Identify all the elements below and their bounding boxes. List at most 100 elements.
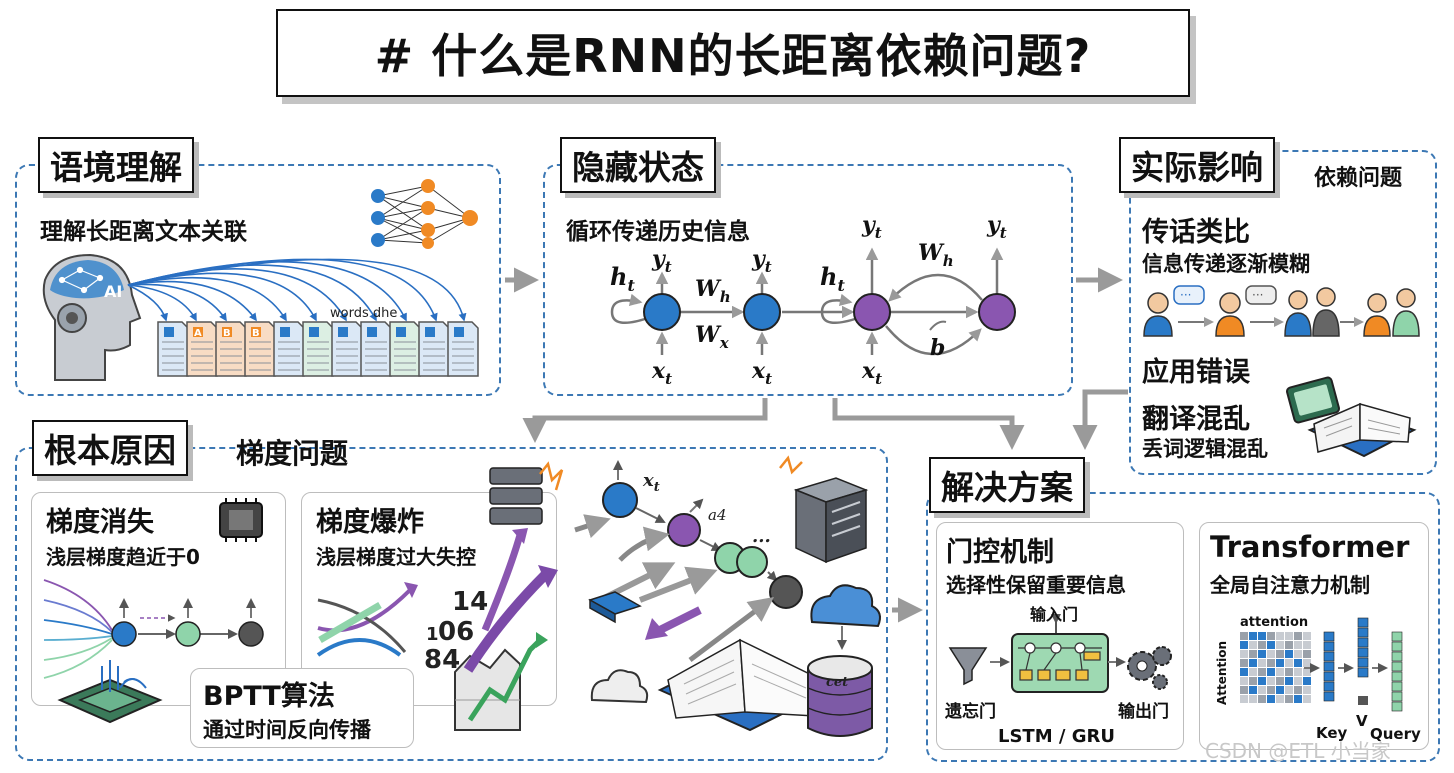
attention-cell — [1249, 632, 1257, 640]
explode-numbers: 14 1 06 84 — [424, 587, 488, 675]
speech-bubble-1 — [1173, 285, 1205, 305]
svg-text:yt: yt — [986, 212, 1007, 242]
lstm-cell — [1011, 633, 1109, 693]
document-letter: B — [252, 328, 260, 339]
attention-cell — [1294, 659, 1302, 667]
attention-cell — [1267, 686, 1275, 694]
circuit-chip-icon — [57, 660, 163, 724]
key-cell — [1323, 671, 1335, 682]
attention-cell — [1294, 695, 1302, 703]
title-banner: # 什么是RNN的长距离依赖问题? — [276, 9, 1190, 97]
solution-section — [926, 492, 1440, 762]
context-heading: 语境理解 — [38, 137, 194, 193]
page-title: # 什么是RNN的长距离依赖问题? — [374, 29, 1092, 83]
rnn-node-2 — [743, 293, 781, 331]
funnel-icon — [948, 647, 988, 686]
watermark: CSDN @ETL 小当家 — [1205, 739, 1391, 763]
document-icon — [389, 321, 421, 377]
attention-cell — [1258, 641, 1266, 649]
root-heading-text: 根本原因 — [44, 431, 176, 470]
svg-text:a4: a4 — [708, 506, 727, 524]
person-3 — [1284, 287, 1340, 337]
gate-sub: 选择性保留重要信息 — [946, 573, 1126, 597]
impact-heading-text: 实际影响 — [1131, 148, 1263, 187]
attention-cell — [1303, 650, 1311, 658]
attention-cell — [1267, 641, 1275, 649]
attention-cell — [1258, 668, 1266, 676]
person-2 — [1215, 292, 1245, 337]
svg-text:Attention: Attention — [1215, 641, 1229, 705]
document-icon — [273, 321, 305, 377]
attention-cell — [1303, 632, 1311, 640]
svg-text:attention: attention — [1240, 615, 1308, 630]
context-heading-text: 语境理解 — [50, 148, 182, 187]
document-icon — [157, 321, 189, 377]
attention-cell — [1303, 668, 1311, 676]
attention-cell — [1240, 686, 1248, 694]
svg-text:b: b — [930, 335, 945, 361]
explode-sub: 浅层梯度过大失控 — [316, 545, 476, 569]
server-tower-icon — [779, 455, 869, 564]
vanish-sub: 浅层梯度趋近于0 — [46, 545, 200, 569]
bptt-labels: xt a4 ... cet — [642, 470, 848, 690]
attention-cell — [1258, 659, 1266, 667]
key-cell — [1323, 651, 1335, 662]
query-cell — [1391, 641, 1403, 652]
value-cell — [1357, 667, 1369, 678]
document-icon — [418, 321, 450, 377]
svg-text:Key: Key — [1316, 724, 1348, 742]
attention-cell — [1249, 677, 1257, 685]
attention-cell — [1267, 650, 1275, 658]
attention-cell — [1258, 695, 1266, 703]
arrow-impact-to-solution — [1072, 389, 1128, 450]
key-cell — [1323, 691, 1335, 702]
attention-cell — [1285, 659, 1293, 667]
tf-sub: 全局自注意力机制 — [1210, 573, 1370, 597]
solution-heading: 解决方案 — [929, 457, 1085, 513]
error-title: 应用错误 — [1142, 357, 1250, 388]
impact-tag: 依赖问题 — [1314, 166, 1403, 191]
svg-text:cet: cet — [826, 675, 848, 690]
analogy-title: 传话类比 — [1142, 217, 1250, 248]
attention-cell — [1258, 650, 1266, 658]
document-icon: B — [244, 321, 276, 377]
value-cell — [1357, 657, 1369, 668]
svg-text:06: 06 — [438, 617, 474, 647]
svg-text:Wx: Wx — [695, 322, 730, 352]
context-arcs — [127, 258, 467, 322]
attention-cell — [1267, 677, 1275, 685]
attention-cell — [1285, 641, 1293, 649]
attention-cell — [1240, 641, 1248, 649]
query-cell — [1391, 701, 1403, 712]
attention-cell — [1303, 641, 1311, 649]
attention-cell — [1285, 677, 1293, 685]
query-cell — [1391, 661, 1403, 672]
analogy-sub: 信息传递逐渐模糊 — [1142, 252, 1310, 276]
attention-cell — [1294, 677, 1302, 685]
attention-cell — [1267, 659, 1275, 667]
svg-text:...: ... — [752, 526, 771, 547]
attention-cell — [1258, 677, 1266, 685]
gear-icon — [1127, 646, 1172, 690]
attention-cell — [1249, 668, 1257, 676]
attention-cell — [1240, 632, 1248, 640]
attention-cell — [1276, 659, 1284, 667]
svg-text:xt: xt — [642, 470, 660, 495]
explode-arrows — [316, 582, 418, 657]
attention-cell — [1285, 695, 1293, 703]
document-icon: A — [186, 321, 218, 377]
svg-text:Query: Query — [1370, 725, 1421, 743]
translation-book-icon — [1286, 376, 1417, 458]
impact-section — [1129, 150, 1437, 475]
vanish-chain — [111, 598, 264, 647]
attention-cell — [1258, 686, 1266, 694]
query-cell — [1391, 671, 1403, 682]
svg-text:yt: yt — [751, 246, 772, 276]
attention-cell — [1294, 650, 1302, 658]
chip-icon — [219, 498, 263, 542]
rnn-diagram — [610, 247, 1004, 356]
bptt-box — [190, 668, 414, 748]
document-letter: A — [194, 328, 202, 339]
svg-text:···: ··· — [1180, 288, 1191, 302]
lstm-diagram — [948, 614, 1172, 693]
